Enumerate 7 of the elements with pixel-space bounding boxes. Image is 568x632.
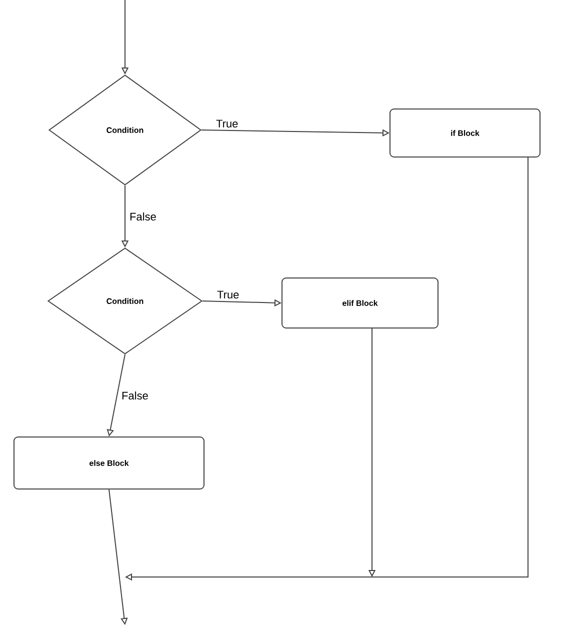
edge-label: False <box>122 391 148 400</box>
process-box: else Block <box>14 436 204 490</box>
edge-label: False <box>130 212 156 221</box>
process-box: elif Block <box>282 278 438 328</box>
edge-label: True <box>217 290 239 298</box>
edge-label: True <box>216 120 238 128</box>
process-box: if Block <box>390 108 540 158</box>
